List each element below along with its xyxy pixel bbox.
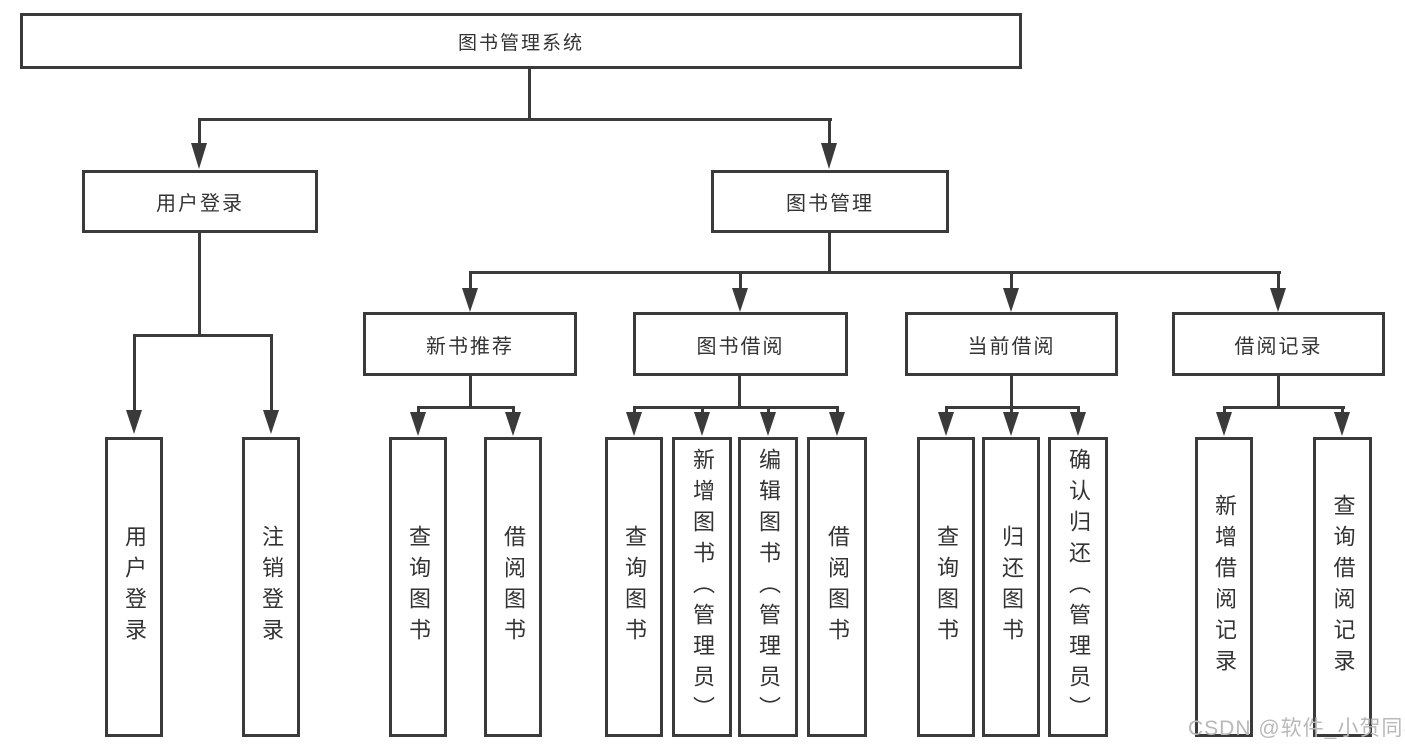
node-label: 查询图书 — [622, 525, 647, 649]
leaf-user-login: 用户登录 — [105, 437, 163, 737]
node-current-borrowing: 当前借阅 — [905, 312, 1118, 376]
leaf-query-borrow-record: 查询借阅记录 — [1313, 437, 1372, 737]
connector-user-login-stem — [198, 233, 201, 336]
node-label: 当前借阅 — [967, 335, 1056, 358]
arrowhead-down-icon — [505, 412, 521, 436]
arrowhead-down-icon — [829, 412, 845, 436]
node-new-book-recommendation: 新书推荐 — [363, 312, 577, 376]
arrowhead-down-icon — [732, 288, 748, 312]
arrowhead-down-icon — [1270, 288, 1286, 312]
connector-drop — [1341, 409, 1344, 413]
arrowhead-down-icon — [821, 143, 837, 169]
connector-drop — [633, 409, 636, 413]
node-label: 查询图书 — [934, 525, 959, 649]
connector-root-stem — [528, 69, 531, 118]
arrowhead-down-icon — [694, 412, 710, 436]
connector-drop — [945, 409, 948, 413]
leaf-add-borrow-record: 新增借阅记录 — [1195, 437, 1253, 737]
connector-rail — [1223, 406, 1345, 409]
csdn-watermark: CSDN @软件_小贺同学 — [1188, 717, 1405, 740]
connector-drop — [270, 337, 273, 410]
connector-stem — [469, 376, 472, 408]
leaf-confirm-return-admin: 确认归还（管理员） — [1048, 437, 1108, 737]
connector-drop — [701, 409, 704, 413]
arrowhead-down-icon — [462, 288, 478, 312]
connector-drop — [133, 337, 136, 410]
node-label: 图书管理 — [786, 193, 874, 215]
node-label: 借阅图书 — [501, 525, 526, 649]
connector-root-rail — [198, 118, 832, 121]
node-label: 归还图书 — [999, 525, 1024, 649]
connector-stem — [738, 376, 741, 408]
connector-drop — [512, 409, 515, 413]
node-borrowing-records: 借阅记录 — [1172, 312, 1385, 376]
node-label: 新增借阅记录 — [1212, 494, 1237, 680]
leaf-edit-books-admin: 编辑图书（管理员） — [738, 437, 798, 737]
node-book-management: 图书管理 — [711, 170, 949, 233]
connector-rail — [417, 406, 515, 409]
connector-drop — [1223, 409, 1226, 413]
connector-drop — [767, 409, 770, 413]
node-label: 注销登录 — [259, 525, 284, 649]
node-label: 图书管理系统 — [457, 32, 584, 54]
node-label: 用户登录 — [122, 525, 147, 649]
node-label: 新增图书（管理员） — [690, 447, 715, 727]
connector-book-mgmt-stem — [828, 233, 831, 273]
leaf-query-books-recommend: 查询图书 — [389, 437, 447, 737]
connector-stem — [1010, 376, 1013, 408]
node-label: 新书推荐 — [426, 335, 514, 358]
arrowhead-down-icon — [191, 143, 207, 169]
leaf-borrow-books-recommend: 借阅图书 — [484, 437, 542, 737]
arrowhead-down-icon — [626, 412, 642, 436]
connector-drop — [417, 409, 420, 413]
arrowhead-down-icon — [126, 410, 142, 434]
connector-drop — [828, 121, 831, 143]
leaf-add-books-admin: 新增图书（管理员） — [672, 437, 732, 737]
node-label: 查询图书 — [406, 525, 431, 649]
node-user-login: 用户登录 — [82, 170, 318, 233]
node-label: 编辑图书（管理员） — [756, 447, 781, 727]
connector-rail — [945, 406, 1080, 409]
arrowhead-down-icon — [1334, 412, 1350, 436]
node-label: 查询借阅记录 — [1330, 494, 1356, 680]
leaf-query-books-current: 查询图书 — [917, 437, 975, 737]
node-label: 确认归还（管理员） — [1066, 447, 1091, 727]
connector-drop — [1077, 409, 1080, 413]
connector-stem — [1277, 376, 1280, 408]
leaf-borrow-books: 借阅图书 — [807, 437, 867, 737]
arrowhead-down-icon — [938, 412, 954, 436]
connector-drop — [469, 274, 472, 288]
connector-drop — [836, 409, 839, 413]
connector-drop — [198, 121, 201, 143]
node-label: 用户登录 — [156, 193, 244, 215]
connector-drop — [1010, 409, 1013, 413]
arrowhead-down-icon — [760, 412, 776, 436]
arrowhead-down-icon — [1070, 412, 1086, 436]
node-book-borrowing: 图书借阅 — [633, 312, 848, 376]
leaf-return-books: 归还图书 — [982, 437, 1040, 737]
node-label: 借阅图书 — [825, 525, 850, 649]
arrowhead-down-icon — [410, 412, 426, 436]
node-label: 图书借阅 — [696, 335, 785, 358]
connector-rail — [633, 406, 839, 409]
arrowhead-down-icon — [1003, 288, 1019, 312]
leaf-query-books-borrowing: 查询图书 — [605, 437, 663, 737]
connector-book-mgmt-rail — [469, 271, 1281, 274]
connector-drop — [1277, 274, 1280, 288]
arrowhead-down-icon — [1003, 412, 1019, 436]
connector-drop — [1010, 274, 1013, 288]
node-library-management-system: 图书管理系统 — [20, 13, 1022, 69]
connector-drop — [739, 274, 742, 288]
node-label: 借阅记录 — [1234, 335, 1323, 358]
connector-user-login-rail — [133, 334, 273, 337]
arrowhead-down-icon — [1216, 412, 1232, 436]
arrowhead-down-icon — [263, 410, 279, 434]
leaf-logout: 注销登录 — [242, 437, 300, 737]
